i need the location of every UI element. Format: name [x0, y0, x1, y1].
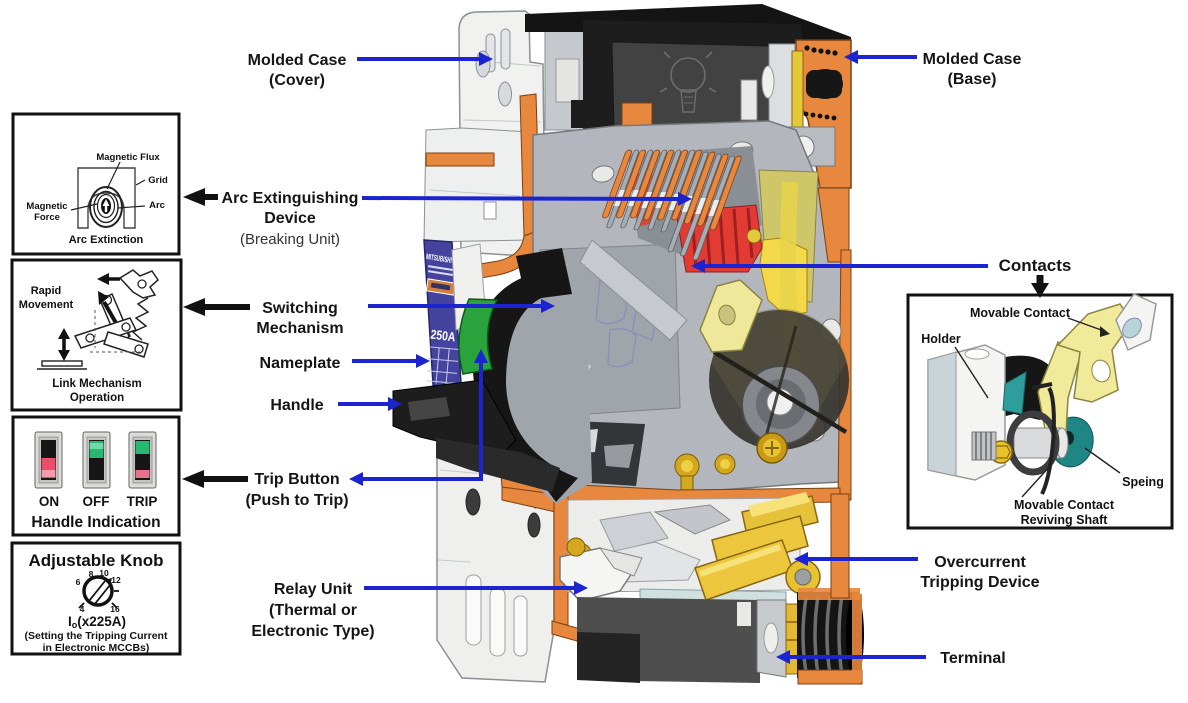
svg-text:Arc: Arc [149, 200, 165, 211]
svg-text:Holder: Holder [921, 332, 961, 346]
svg-text:Speing: Speing [1122, 475, 1164, 489]
svg-text:(Setting the Tripping Current: (Setting the Tripping Current [25, 630, 168, 642]
svg-text:Link Mechanism: Link Mechanism [52, 378, 141, 390]
svg-text:(Cover): (Cover) [269, 72, 325, 89]
svg-text:(Thermal or: (Thermal or [269, 602, 357, 619]
svg-text:Switching: Switching [262, 300, 338, 317]
svg-text:6: 6 [76, 577, 81, 587]
svg-text:Arc Extinguishing: Arc Extinguishing [222, 190, 359, 207]
svg-text:Rapid: Rapid [31, 285, 62, 297]
svg-text:ON: ON [39, 494, 59, 509]
svg-text:Movable Contact: Movable Contact [970, 306, 1071, 320]
svg-text:Molded Case: Molded Case [923, 51, 1022, 68]
svg-text:Adjustable Knob: Adjustable Knob [28, 551, 163, 570]
svg-text:4: 4 [80, 604, 85, 614]
svg-text:Contacts: Contacts [999, 256, 1072, 275]
svg-text:(Breaking Unit): (Breaking Unit) [240, 231, 340, 248]
svg-text:Force: Force [34, 212, 60, 223]
svg-text:Device: Device [264, 210, 316, 227]
svg-text:Electronic Type): Electronic Type) [251, 623, 374, 640]
svg-text:Magnetic Flux: Magnetic Flux [96, 152, 160, 163]
svg-text:Nameplate: Nameplate [260, 355, 341, 372]
svg-text:Movement: Movement [19, 299, 74, 311]
svg-text:Terminal: Terminal [940, 650, 1006, 667]
svg-text:Mechanism: Mechanism [256, 320, 343, 337]
svg-text:Handle Indication: Handle Indication [31, 514, 160, 531]
svg-text:(Push to Trip): (Push to Trip) [245, 492, 348, 509]
svg-text:Arc Extinction: Arc Extinction [69, 234, 144, 246]
svg-text:Io(x225A): Io(x225A) [68, 614, 126, 630]
svg-text:Trip Button: Trip Button [254, 471, 339, 488]
svg-text:OFF: OFF [83, 494, 110, 509]
svg-text:Operation: Operation [70, 392, 124, 404]
svg-text:Magnetic: Magnetic [26, 201, 67, 212]
svg-text:Relay Unit: Relay Unit [274, 581, 353, 598]
svg-text:250A: 250A [430, 327, 457, 345]
svg-text:Handle: Handle [270, 397, 323, 414]
svg-text:Tripping Device: Tripping Device [920, 574, 1039, 591]
svg-text:16: 16 [110, 604, 120, 614]
svg-text:Molded Case: Molded Case [248, 52, 347, 69]
svg-text:(Base): (Base) [948, 71, 997, 88]
svg-text:Movable Contact: Movable Contact [1014, 498, 1115, 512]
svg-text:MITSUBISHI: MITSUBISHI [425, 252, 452, 265]
svg-text:12: 12 [111, 575, 121, 585]
svg-text:in Electronic MCCBs): in Electronic MCCBs) [43, 642, 150, 654]
svg-text:TRIP: TRIP [127, 494, 158, 509]
svg-text:8: 8 [89, 569, 94, 579]
svg-text:Grid: Grid [148, 175, 168, 186]
svg-text:Overcurrent: Overcurrent [934, 554, 1026, 571]
svg-text:10: 10 [99, 568, 109, 578]
svg-text:Reviving Shaft: Reviving Shaft [1021, 513, 1109, 527]
